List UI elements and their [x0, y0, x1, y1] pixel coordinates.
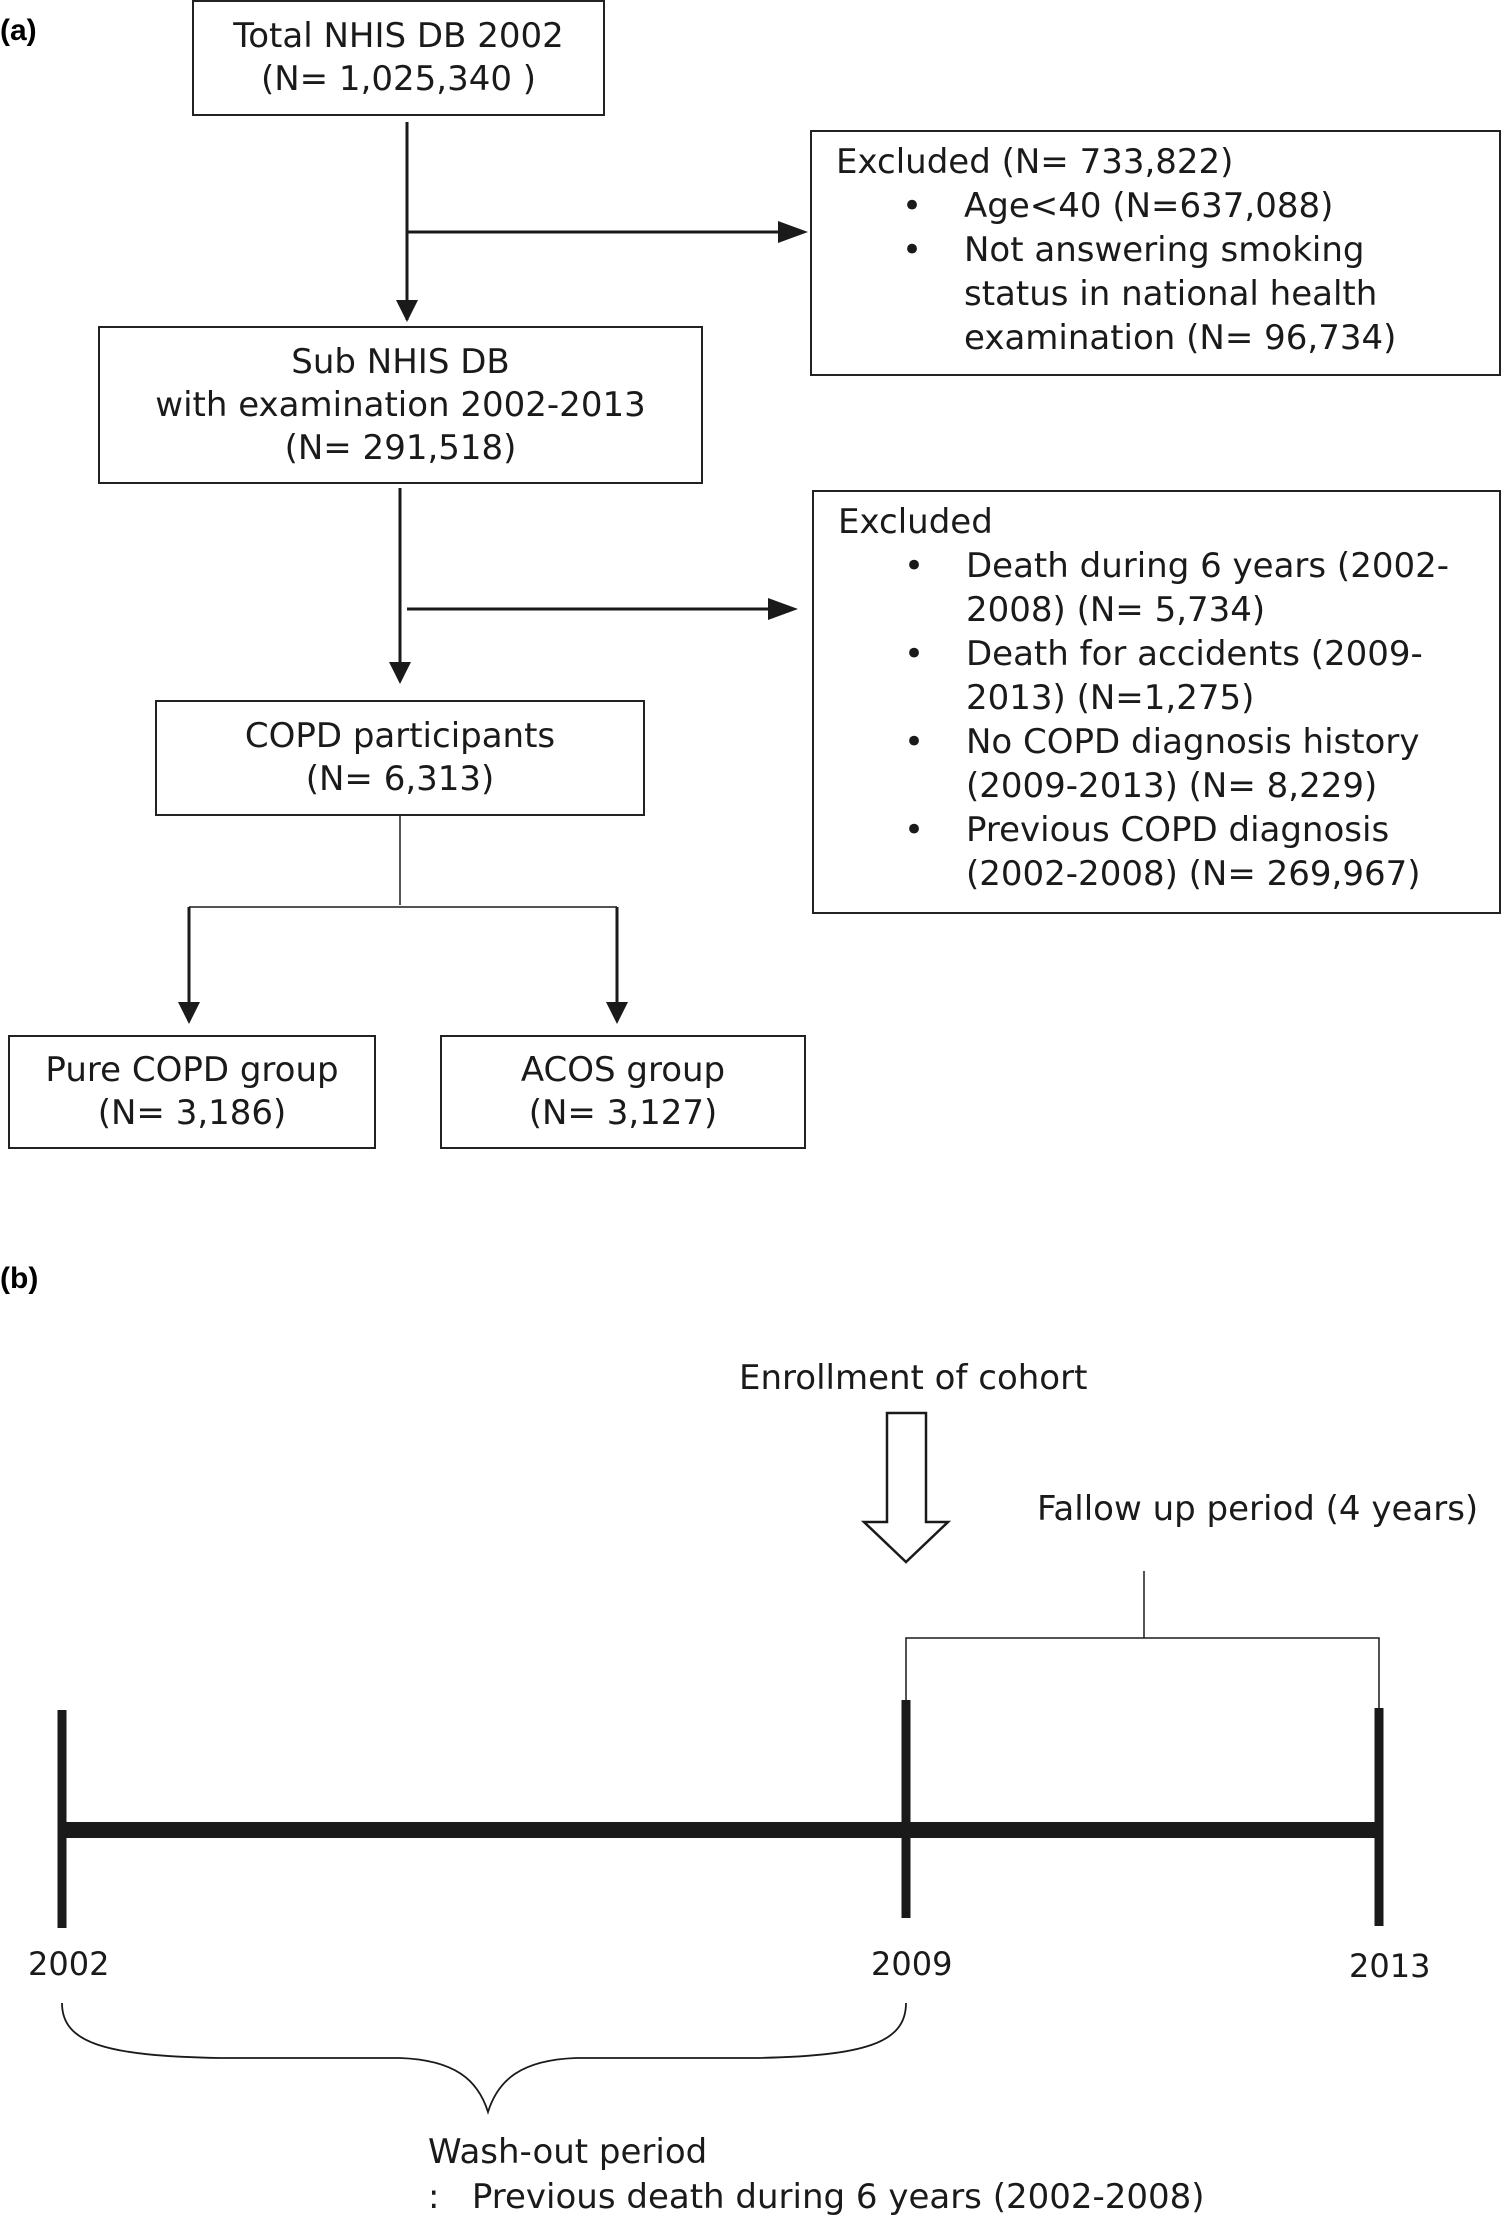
excluded-box-1: Excluded (N= 733,822) Age<40 (N=637,088)…	[810, 130, 1501, 376]
sub-box-title: Sub NHIS DB	[291, 341, 510, 382]
excluded-2-item: No COPD diagnosis history (2009-2013) (N…	[838, 720, 1479, 808]
year-2013: 2013	[1349, 1947, 1431, 1985]
excluded-2-item: Previous COPD diagnosis (2002-2008) (N= …	[838, 808, 1479, 896]
acos-box: ACOS group (N= 3,127)	[440, 1035, 806, 1149]
sub-nhis-box: Sub NHIS DB with examination 2002-2013 (…	[98, 326, 703, 484]
panel-a-label: (a)	[0, 14, 37, 47]
excluded-2-title: Excluded	[838, 502, 993, 542]
pure-box-count: (N= 3,186)	[97, 1093, 287, 1133]
year-2002: 2002	[28, 1945, 110, 1983]
enrollment-arrow-icon	[860, 1411, 952, 1564]
excluded-box-2: Excluded Death during 6 years (2002-2008…	[812, 490, 1501, 914]
enrollment-label: Enrollment of cohort	[739, 1358, 1088, 1398]
washout-brace	[61, 2002, 907, 2116]
pure-box-title: Pure COPD group	[45, 1050, 339, 1090]
total-box-count: (N= 1,025,340 )	[260, 59, 537, 99]
followup-bracket	[905, 1637, 1380, 1708]
panel-b-label: (b)	[0, 1262, 39, 1295]
washout-title: Wash-out period	[428, 2132, 708, 2172]
copd-box-count: (N= 6,313)	[305, 759, 495, 799]
excluded-2-list: Death during 6 years (2002-2008) (N= 5,7…	[838, 544, 1479, 896]
excluded-1-list: Age<40 (N=637,088) Not answering smoking…	[836, 184, 1479, 360]
acos-box-title: ACOS group	[520, 1050, 726, 1090]
washout-detail: : Previous death during 6 years (2002-20…	[428, 2177, 1205, 2217]
excluded-1-title: Excluded (N= 733,822)	[836, 142, 1234, 182]
pure-copd-box: Pure COPD group (N= 3,186)	[8, 1035, 376, 1149]
copd-box-title: COPD participants	[244, 716, 556, 756]
excluded-1-item: Age<40 (N=637,088)	[836, 184, 1479, 228]
total-nhis-box: Total NHIS DB 2002 (N= 1,025,340 )	[192, 0, 605, 116]
sub-box-subtitle: with examination 2002-2013	[155, 384, 646, 425]
copd-participants-box: COPD participants (N= 6,313)	[155, 700, 645, 816]
followup-label: Fallow up period (4 years)	[1037, 1489, 1479, 1529]
acos-box-count: (N= 3,127)	[528, 1093, 718, 1133]
excluded-1-item: Not answering smoking status in national…	[836, 228, 1479, 360]
year-2009: 2009	[871, 1945, 953, 1983]
sub-box-count: (N= 291,518)	[284, 427, 517, 468]
total-box-title: Total NHIS DB 2002	[233, 16, 564, 56]
excluded-2-item: Death during 6 years (2002-2008) (N= 5,7…	[838, 544, 1479, 632]
excluded-2-item: Death for accidents (2009-2013) (N=1,275…	[838, 632, 1479, 720]
